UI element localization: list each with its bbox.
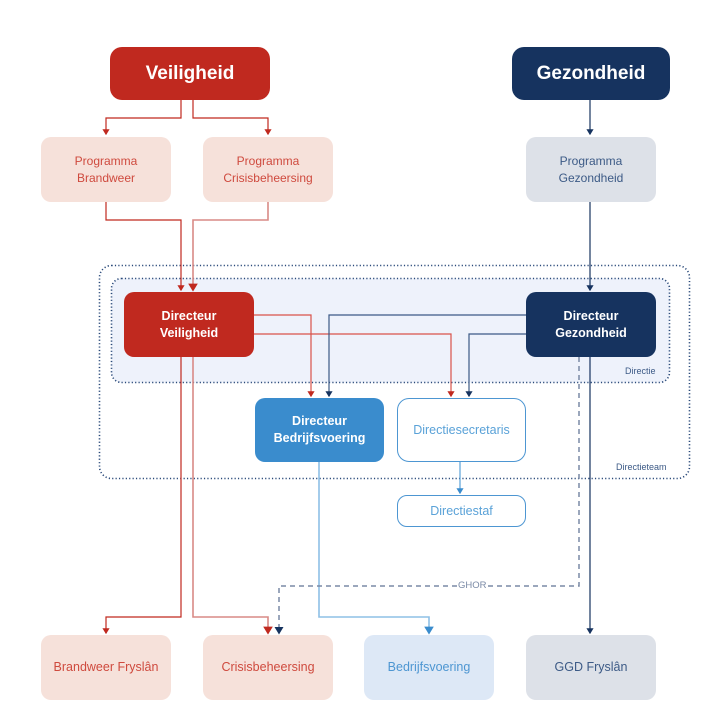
programma-crisis-line1: Programma	[236, 154, 300, 169]
programma-gezondheid-line2: Gezondheid	[558, 170, 624, 185]
directiesecretaris-label: Directiesecretaris	[413, 422, 510, 437]
directieteam-group	[98, 264, 691, 480]
connector-dirgezondheid-dirbedrijfsvoering	[325, 314, 526, 398]
directeur-gezondheid-line2: Gezondheid	[555, 325, 627, 340]
connector-dirgezondheid-secretaris	[465, 333, 526, 398]
programma-brandweer-line1: Programma	[74, 154, 138, 169]
programma-gezondheid-box[interactable]: Programma Gezondheid	[526, 137, 656, 202]
directeur-bedrijfsvoering-box[interactable]: Directeur Bedrijfsvoering	[255, 398, 384, 462]
connector-veiligheid-crisis	[192, 100, 272, 136]
gezondheid-box[interactable]: Gezondheid	[512, 47, 670, 100]
directiestaf-label: Directiestaf	[430, 503, 493, 518]
brandweer-fryslan-label: Brandweer Fryslân	[53, 660, 159, 675]
directeur-veiligheid-line1: Directeur	[161, 308, 217, 323]
connector-progbrandweer-dirveiligheid	[105, 202, 185, 292]
directeur-bedrijfsvoering-line2: Bedrijfsvoering	[273, 431, 366, 445]
gezondheid-title: Gezondheid	[536, 62, 646, 84]
brandweer-fryslan-box[interactable]: Brandweer Fryslân	[41, 635, 171, 700]
connector-dirbedrijfsvoering-bedrijfsvoering	[318, 462, 434, 635]
directiestaf-box[interactable]: Directiestaf	[397, 495, 526, 527]
ggd-fryslan-box[interactable]: GGD Fryslân	[526, 635, 656, 700]
directiesecretaris-box[interactable]: Directiesecretaris	[397, 398, 526, 462]
connector-progcrisis-dirveiligheid	[188, 202, 269, 292]
connector-ghor	[274, 357, 580, 635]
programma-crisis-line2: Crisisbeheersing	[223, 170, 313, 185]
programma-brandweer-line2: Brandweer	[76, 170, 136, 185]
connector-dirveiligheid-crisis	[192, 357, 273, 635]
veiligheid-box[interactable]: Veiligheid	[110, 47, 270, 100]
ggd-fryslan-label: GGD Fryslân	[554, 660, 628, 675]
connector-dirveiligheid-dirbedrijfsvoering	[254, 314, 315, 398]
connector-veiligheid-brandweer	[102, 100, 182, 136]
bedrijfsvoering-box[interactable]: Bedrijfsvoering	[364, 635, 494, 700]
directeur-veiligheid-box[interactable]: Directeur Veiligheid	[124, 292, 254, 357]
connector-dirveiligheid-secretaris	[254, 333, 455, 398]
ghor-label: GHOR	[457, 580, 488, 591]
programma-brandweer-box[interactable]: Programma Brandweer	[41, 137, 171, 202]
programma-crisis-box[interactable]: Programma Crisisbeheersing	[203, 137, 333, 202]
directeur-bedrijfsvoering-line1: Directeur	[292, 414, 347, 429]
crisisbeheersing-label: Crisisbeheersing	[221, 660, 315, 675]
connector-dirveiligheid-brandweer	[102, 357, 182, 635]
programma-gezondheid-line1: Programma	[559, 154, 623, 169]
directeur-gezondheid-box[interactable]: Directeur Gezondheid	[526, 292, 656, 357]
directeur-gezondheid-line1: Directeur	[563, 308, 619, 323]
directeur-veiligheid-line2: Veiligheid	[159, 325, 219, 340]
bedrijfsvoering-label: Bedrijfsvoering	[387, 660, 471, 675]
directie-group-label: Directie	[625, 366, 656, 376]
directieteam-group-label: Directieteam	[616, 462, 667, 472]
crisisbeheersing-box[interactable]: Crisisbeheersing	[203, 635, 333, 700]
veiligheid-title: Veiligheid	[145, 62, 235, 84]
